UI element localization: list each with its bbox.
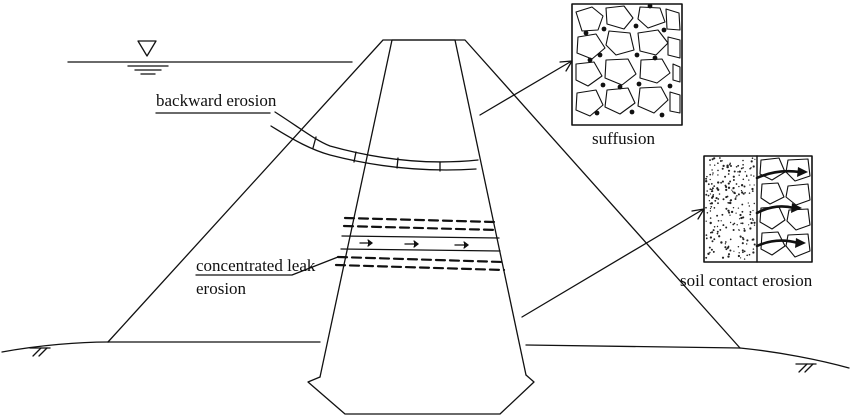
ground-line-left	[1, 341, 109, 353]
soil-contact-erosion-label: soil contact erosion	[680, 271, 813, 290]
soil-contact-erosion-inset	[703, 155, 813, 263]
ground-line-right	[739, 347, 850, 369]
suffusion-callout-arrow	[479, 60, 573, 116]
fine-soil-texture	[705, 157, 756, 260]
dam-base-line-right	[525, 344, 741, 349]
concentrated-leak-leader	[195, 256, 339, 276]
suffusion-label: suffusion	[592, 129, 655, 148]
water-level-triangle-icon	[127, 40, 169, 75]
concentrated-leak-paths	[334, 216, 506, 272]
concentrated-leak-label: concentrated leak	[196, 256, 316, 275]
suffusion-inset	[571, 3, 683, 126]
concentrated-leak-label-line2: erosion	[196, 279, 247, 298]
cutoff-trench	[307, 374, 535, 415]
dam-embankment-outline	[107, 39, 741, 349]
ground-hatch-icon	[29, 347, 51, 357]
soil-contact-erosion-callout-arrow	[521, 208, 705, 318]
ground-hatch-icon	[795, 363, 817, 373]
backward-erosion-pipe	[270, 111, 479, 172]
backward-erosion-label: backward erosion	[156, 91, 277, 110]
dam-core-outline	[319, 39, 527, 378]
